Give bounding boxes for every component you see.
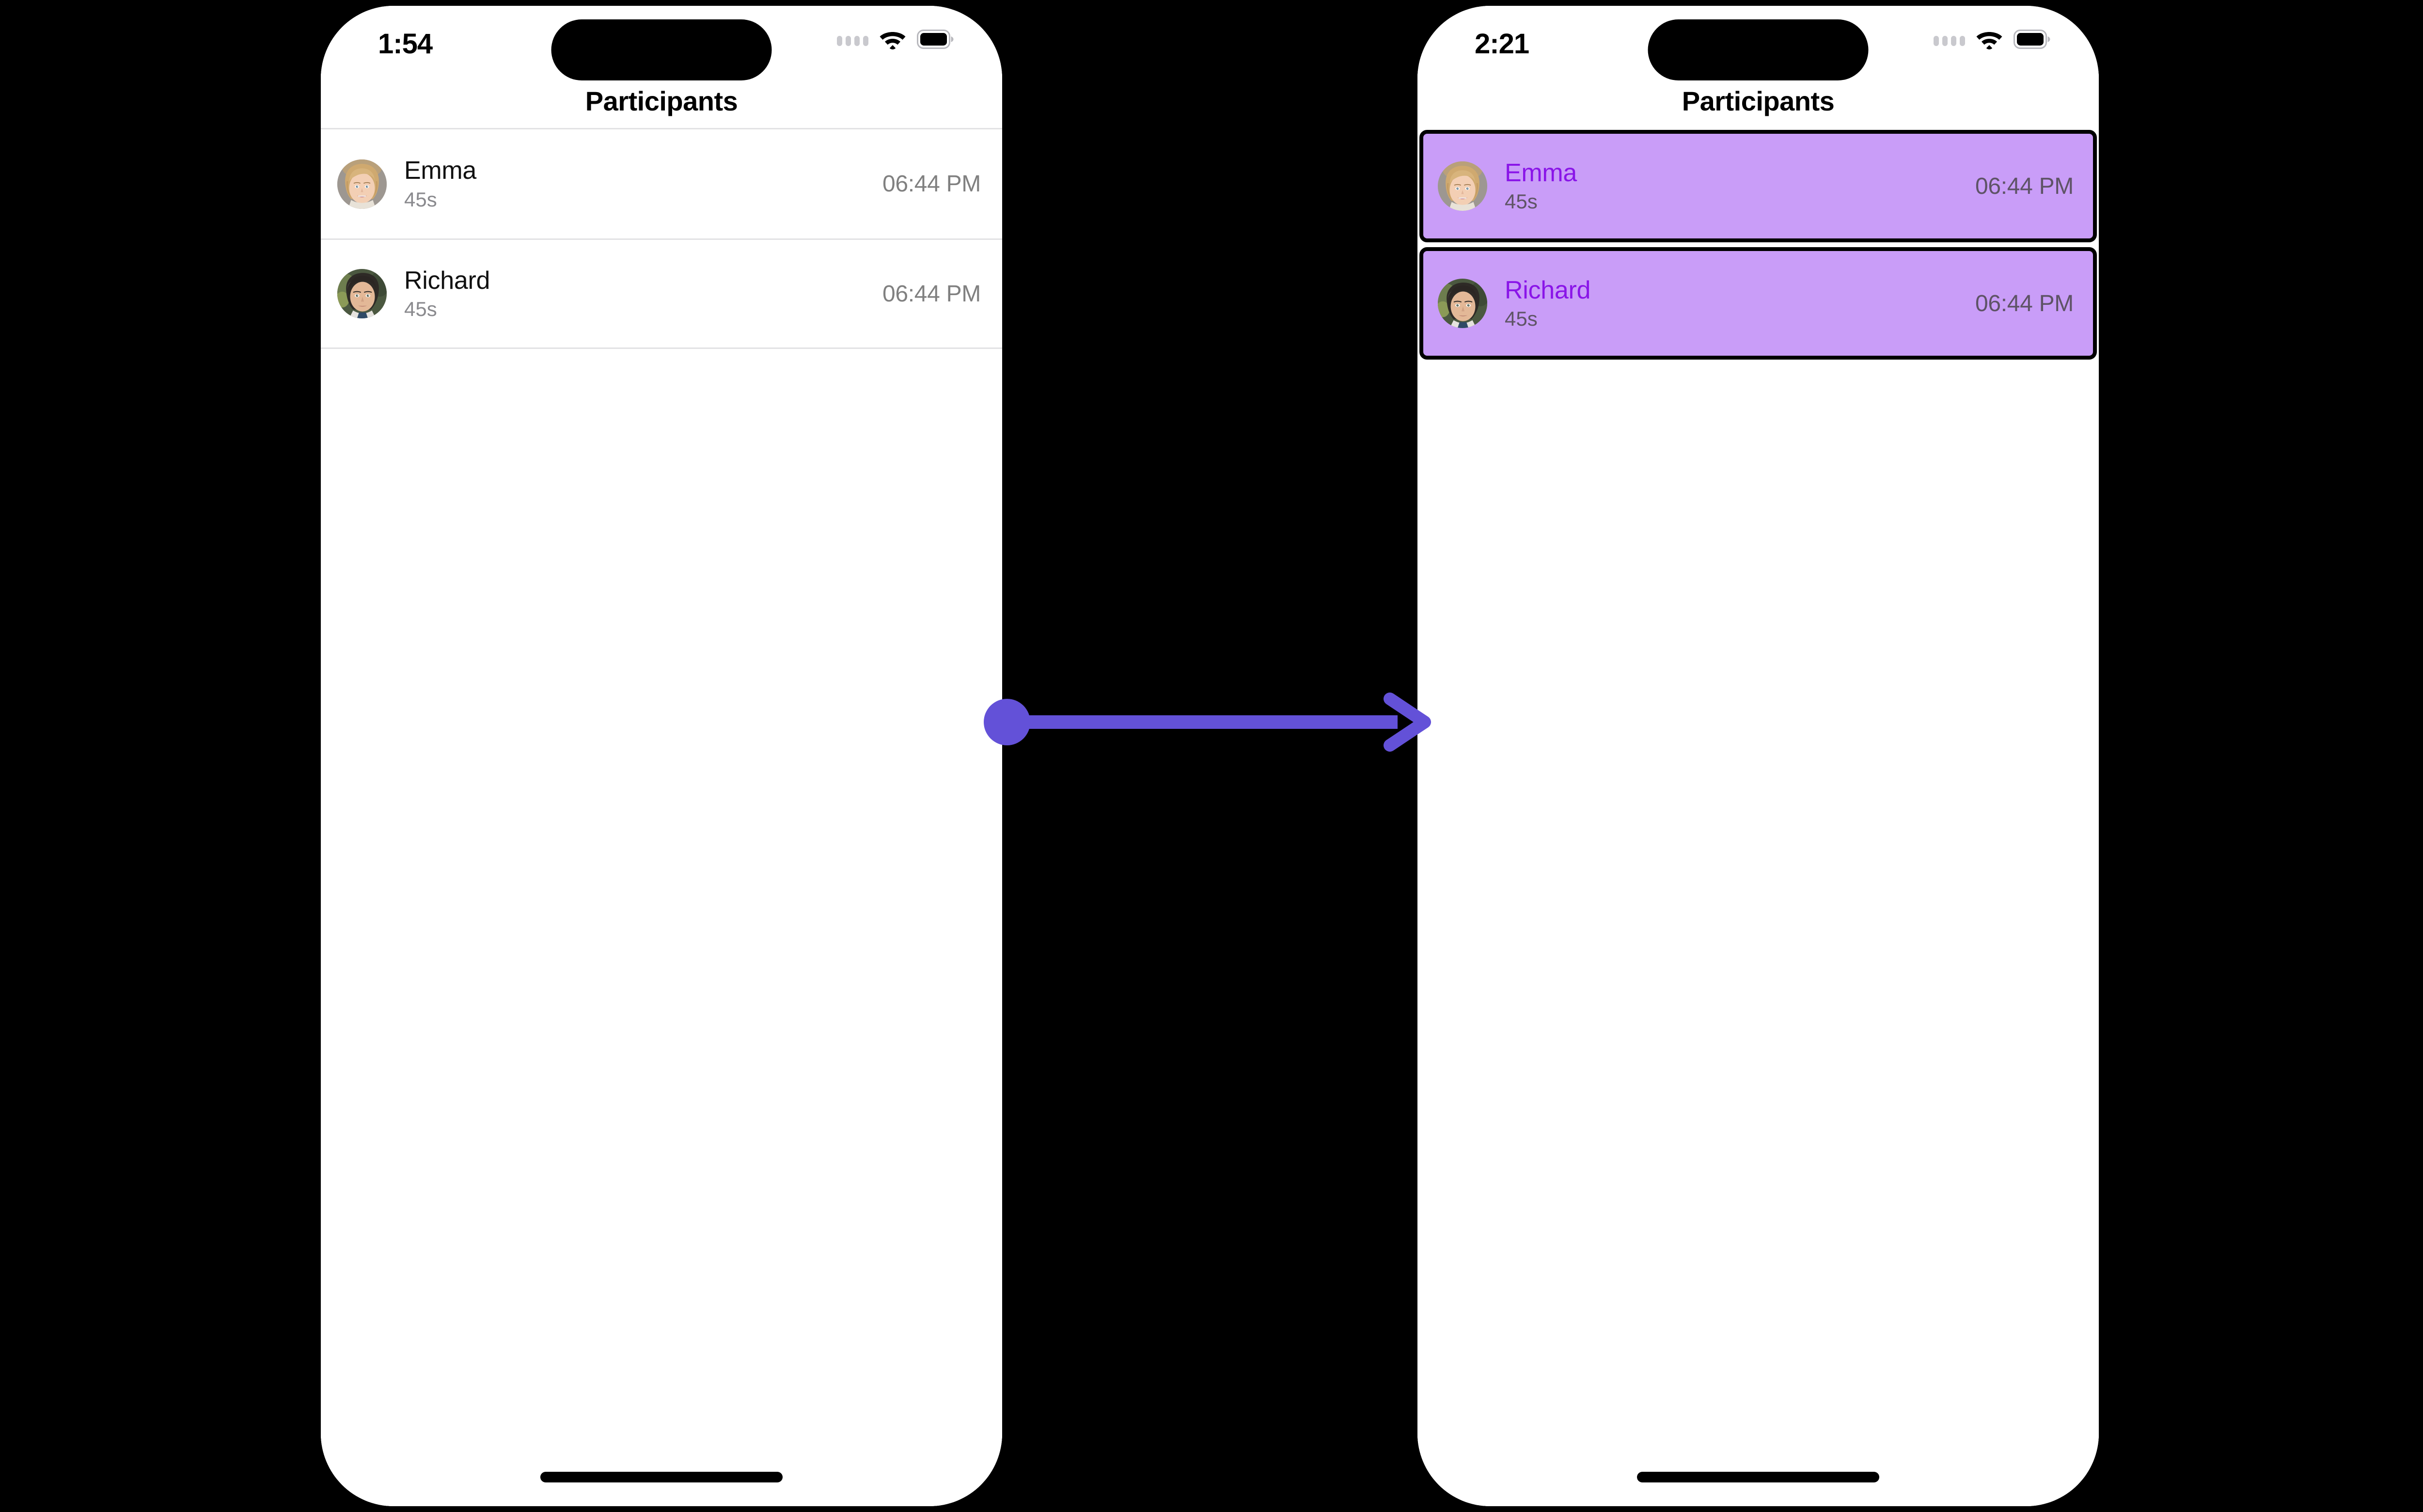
status-bar: 1:54 [321,6,1002,80]
signal-dots-icon [1934,35,1965,46]
participant-name: Emma [1505,158,1577,187]
participant-row-selected[interactable]: Richard 45s 06:44 PM [1419,247,2097,360]
participant-name: Richard [1505,276,1591,304]
participant-duration: 45s [1505,307,1538,331]
screen-before: 1:54 [321,6,1002,1506]
participant-timestamp: 06:44 PM [882,281,981,307]
participant-info: Richard 45s [1505,277,1975,330]
participant-row-selected[interactable]: Emma 45s 06:44 PM [1419,130,2097,242]
phone-mockup-after: 2:21 [1417,6,2099,1506]
emma-avatar [337,159,387,209]
page-title: Participants [585,85,738,116]
wifi-icon [1976,29,2003,52]
status-bar-indicators [837,29,954,52]
participant-row[interactable]: Richard 45s 06:44 PM [321,238,1002,349]
screen-after: 2:21 [1417,6,2099,1506]
participant-timestamp: 06:44 PM [882,171,981,197]
nav-bar: Participants [321,74,1002,128]
participant-info: Emma 45s [404,158,882,210]
status-bar-time: 2:21 [1475,28,1529,60]
participants-list: Emma 45s 06:44 PM [321,128,1002,1448]
participant-name: Emma [404,157,477,185]
wifi-icon [879,29,906,52]
richard-avatar [337,269,387,318]
signal-dots-icon [837,35,868,46]
transition-arrow [984,688,1434,756]
home-indicator[interactable] [1637,1472,1879,1482]
participant-duration: 45s [404,188,437,211]
participant-row[interactable]: Emma 45s 06:44 PM [321,128,1002,238]
dynamic-island [551,19,772,80]
emma-avatar [1438,161,1487,211]
battery-icon [917,30,954,51]
status-bar: 2:21 [1417,6,2099,80]
participant-info: Emma 45s [1505,160,1975,213]
phone-mockup-before: 1:54 [321,6,1002,1506]
status-bar-indicators [1934,29,2050,52]
home-indicator[interactable] [540,1472,783,1482]
participant-duration: 45s [1505,190,1538,213]
participants-list: Emma 45s 06:44 PM [1417,128,2099,1448]
participant-timestamp: 06:44 PM [1975,173,2074,199]
home-indicator-area [1417,1448,2099,1506]
richard-avatar [1438,279,1487,328]
participant-timestamp: 06:44 PM [1975,290,2074,316]
dynamic-island [1648,19,1869,80]
participant-duration: 45s [404,298,437,321]
participant-name: Richard [404,266,490,295]
status-bar-time: 1:54 [378,28,433,60]
participant-info: Richard 45s [404,268,882,320]
arrow-shaft [1005,715,1398,729]
home-indicator-area [321,1448,1002,1506]
battery-icon [2014,30,2050,51]
page-title: Participants [1682,85,1835,116]
nav-bar: Participants [1417,74,2099,128]
